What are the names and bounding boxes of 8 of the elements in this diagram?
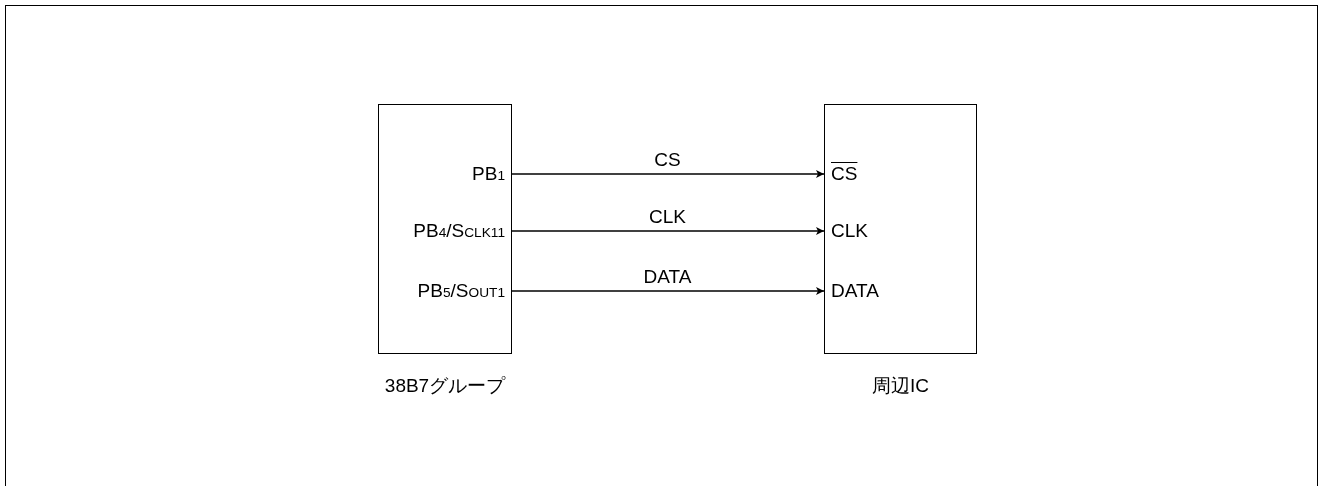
pin-label: CS: [825, 162, 858, 186]
signal-arrow: [510, 227, 825, 235]
chip-caption: 周辺IC: [871, 374, 930, 398]
chip-caption: 38B7グループ: [383, 374, 507, 398]
signal-arrow: [510, 170, 825, 178]
pin-label: DATA: [825, 279, 879, 303]
signal-arrow: [510, 287, 825, 295]
pin-label: CLK: [825, 219, 868, 243]
